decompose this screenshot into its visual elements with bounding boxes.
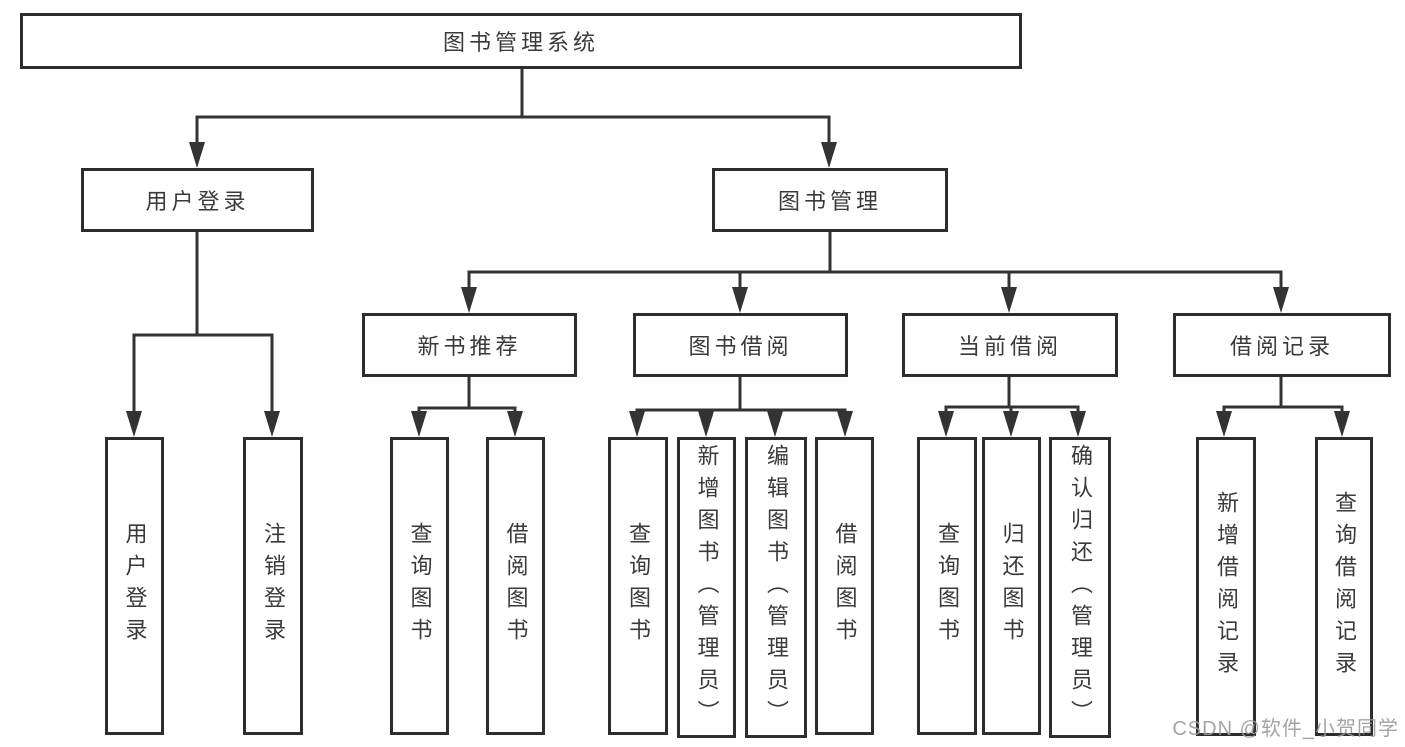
leaf-borrow-query-books: 查询图书: [608, 437, 668, 735]
arrowhead-cb-return: [1003, 411, 1019, 437]
arrowhead-userlogin: [189, 142, 205, 168]
leaf-borrow-borrow-books: 借阅图书: [815, 437, 874, 735]
leaf-records-query-record-label: 查询借阅记录: [1332, 490, 1357, 683]
arrowhead-bookborrow: [732, 287, 748, 313]
arrowhead-newrec-query: [411, 411, 427, 437]
leaf-borrow-borrow-books-label: 借阅图书: [832, 522, 858, 650]
node-user-login-label: 用户登录: [145, 189, 250, 214]
node-current-borrow: 当前借阅: [902, 313, 1118, 377]
node-user-login: 用户登录: [81, 168, 314, 232]
arrowhead-newrec: [461, 287, 477, 313]
node-borrow-records-label: 借阅记录: [1229, 334, 1334, 359]
connector-level2-bracket: [195, 115, 831, 152]
node-book-management-label: 图书管理: [777, 189, 882, 214]
arrowhead-leaf-logout: [264, 411, 280, 437]
leaf-newrec-query-books: 查询图书: [390, 437, 449, 735]
leaf-current-return-books-label: 归还图书: [999, 522, 1025, 650]
leaf-borrow-edit-books-admin: 编辑图书（管理员）: [745, 437, 807, 738]
leaf-current-return-books: 归还图书: [982, 437, 1041, 735]
node-current-borrow-label: 当前借阅: [957, 334, 1062, 359]
arrowhead-cb-confirm: [1070, 411, 1086, 437]
arrowhead-bb-add: [698, 411, 714, 437]
node-book-borrow-label: 图书借阅: [688, 334, 793, 359]
arrowhead-bookmgmt: [821, 142, 837, 168]
leaf-current-confirm-return-admin: 确认归还（管理员）: [1049, 437, 1111, 738]
node-book-borrow: 图书借阅: [633, 313, 848, 377]
leaf-borrow-add-books-admin-label: 新增图书（管理员）: [694, 443, 720, 732]
leaf-logout: 注销登录: [243, 437, 303, 735]
leaf-newrec-borrow-books-label: 借阅图书: [503, 522, 529, 650]
leaf-borrow-add-books-admin: 新增图书（管理员）: [677, 437, 736, 738]
connector-bookborrow-bracket: [635, 408, 847, 424]
leaf-current-query-books-label: 查询图书: [935, 522, 960, 650]
connector-level3-bracket: [467, 270, 1283, 298]
node-borrow-records: 借阅记录: [1173, 313, 1391, 377]
arrowhead-currentborrow: [1001, 287, 1017, 313]
leaf-user-login: 用户登录: [105, 437, 164, 735]
arrowhead-rec-add: [1216, 411, 1232, 437]
csdn-watermark: CSDN @软件_小贺同学: [1172, 718, 1399, 740]
leaf-newrec-borrow-books: 借阅图书: [486, 437, 545, 735]
arrowhead-rec-query: [1334, 411, 1350, 437]
arrowhead-records: [1273, 287, 1289, 313]
connector-records-bracket: [1222, 405, 1344, 424]
leaf-current-confirm-return-admin-label: 确认归还（管理员）: [1068, 443, 1093, 732]
connector-newrec-bracket: [417, 406, 517, 424]
node-book-management: 图书管理: [712, 168, 948, 232]
node-library-system-label: 图书管理系统: [442, 30, 599, 55]
arrowhead-bb-edit: [767, 411, 783, 437]
leaf-records-add-record: 新增借阅记录: [1196, 437, 1256, 736]
node-new-book-recommend-label: 新书推荐: [417, 334, 522, 359]
leaf-records-query-record: 查询借阅记录: [1315, 437, 1373, 736]
leaf-logout-label: 注销登录: [261, 522, 286, 650]
leaf-records-add-record-label: 新增借阅记录: [1214, 490, 1239, 683]
leaf-user-login-label: 用户登录: [122, 522, 148, 650]
arrowhead-bb-query: [629, 411, 645, 437]
leaf-borrow-query-books-label: 查询图书: [626, 522, 651, 650]
node-library-system: 图书管理系统: [20, 13, 1022, 69]
connector-userlogin-bracket: [132, 333, 274, 422]
arrowhead-leaf-userlogin: [126, 411, 142, 437]
leaf-borrow-edit-books-admin-label: 编辑图书（管理员）: [764, 443, 789, 732]
leaf-newrec-query-books-label: 查询图书: [407, 522, 433, 650]
arrowhead-newrec-borrow: [507, 411, 523, 437]
arrowhead-bb-borrow: [837, 411, 853, 437]
node-new-book-recommend: 新书推荐: [362, 313, 577, 377]
arrowhead-cb-query: [938, 411, 954, 437]
leaf-current-query-books: 查询图书: [917, 437, 977, 735]
